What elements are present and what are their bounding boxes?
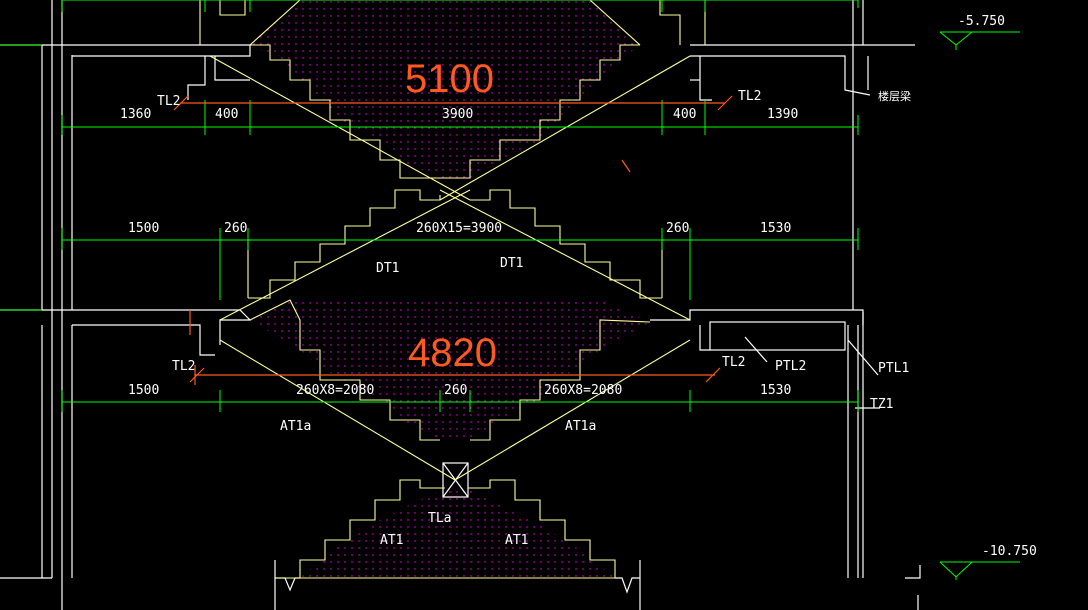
label-tl2-lower-right: TL2 [722,355,745,370]
dim-mid-right-gap: 260 [666,221,689,236]
dim-upper-right: 1390 [767,107,798,122]
structure-lines [0,0,921,610]
dim-lower-left-run: 260X8=2080 [296,383,374,398]
elevation-bottom: -10.750 [982,544,1037,559]
dim-mid-left-gap: 260 [224,221,247,236]
dim-lower-right-run: 260X8=2080 [544,383,622,398]
middle-hatch-region [250,300,650,440]
lower-hatch-region [300,488,615,578]
label-at1-right: AT1 [505,533,528,548]
label-floor-beam: 楼层梁 [878,89,911,103]
dim-mid-right: 1530 [760,221,791,236]
label-at1a-left: AT1a [280,419,311,434]
label-tz1: TZ1 [870,397,893,412]
dim-upper-left: 1360 [120,107,151,122]
dim-mid-middle: 260X15=3900 [416,221,502,236]
hatch-fills [250,0,650,578]
label-dt1-right: DT1 [500,256,523,271]
dim-mid-left: 1500 [128,221,159,236]
annotation-lines [173,95,733,385]
label-ptl2: PTL2 [775,359,806,374]
stair-lines [199,0,706,579]
upper-hatch-region [250,0,640,178]
dim-upper-left-gap: 400 [215,107,238,122]
dimension-labels: 1360 400 3900 400 1390 1500 260 260X15=3… [120,14,1037,559]
label-tl2-upper-right: TL2 [738,89,761,104]
label-ptl1: PTL1 [878,361,909,376]
label-tl2-lower-left: TL2 [172,359,195,374]
label-dt1-left: DT1 [376,261,399,276]
dim-lower-right: 1530 [760,383,791,398]
label-tla: TLa [428,511,451,526]
height-labels: 5100 4820 [405,57,497,375]
label-tl2-upper-left: TL2 [157,94,180,109]
dim-upper-right-gap: 400 [673,107,696,122]
label-at1-left: AT1 [380,533,403,548]
dim-lower-middle: 260 [444,383,467,398]
component-labels: TL2 TL2 楼层梁 DT1 DT1 TL2 TL2 PTL2 PTL1 TZ… [157,89,911,548]
dim-lower-left: 1500 [128,383,159,398]
height-upper: 5100 [405,57,494,101]
label-at1a-right: AT1a [565,419,596,434]
dim-upper-middle: 3900 [442,107,473,122]
height-lower: 4820 [408,331,497,375]
dimension-lines [0,0,1020,580]
elevation-top: -5.750 [958,14,1005,29]
